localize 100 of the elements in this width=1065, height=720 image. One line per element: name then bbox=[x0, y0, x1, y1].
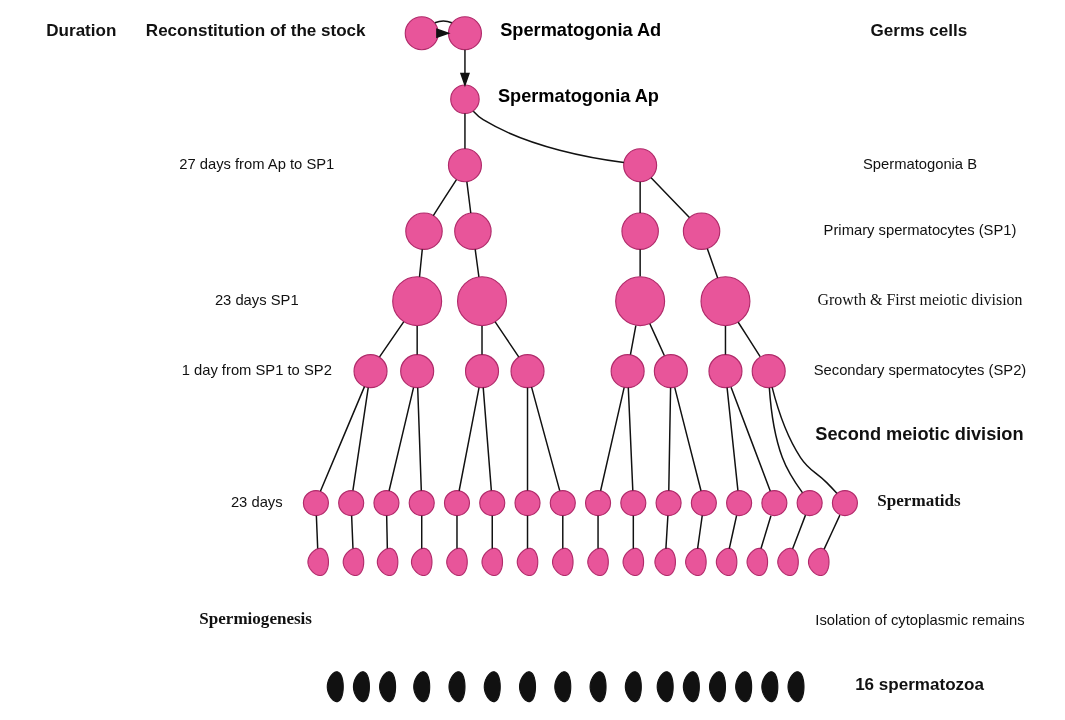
node-circle bbox=[699, 276, 750, 327]
connector bbox=[530, 386, 560, 492]
node-picture bbox=[551, 547, 574, 577]
node-circle bbox=[518, 671, 536, 703]
connector bbox=[491, 514, 493, 550]
node-picture bbox=[376, 547, 398, 577]
connector bbox=[465, 181, 471, 214]
node-circle bbox=[399, 354, 434, 389]
connector bbox=[415, 325, 418, 356]
label: Second meiotic division bbox=[814, 424, 1024, 445]
connector bbox=[696, 514, 703, 550]
node-picture bbox=[715, 547, 737, 577]
connector bbox=[599, 386, 625, 492]
node-circle bbox=[372, 490, 400, 517]
connector bbox=[728, 514, 737, 550]
node-circle bbox=[620, 212, 659, 250]
node-circle bbox=[464, 354, 499, 389]
connector bbox=[493, 321, 519, 358]
node-circle bbox=[483, 671, 501, 703]
node-picture bbox=[776, 547, 799, 577]
node-picture bbox=[480, 547, 503, 577]
node-circle bbox=[509, 354, 545, 389]
connector bbox=[432, 178, 457, 217]
label: Spermatids bbox=[876, 490, 961, 510]
node-picture bbox=[445, 547, 468, 577]
connector bbox=[472, 110, 625, 164]
node-picture bbox=[342, 547, 364, 577]
node-circle bbox=[760, 671, 778, 703]
node-circle bbox=[690, 490, 717, 517]
node-circle bbox=[734, 671, 752, 703]
node-circle bbox=[656, 671, 674, 703]
node-picture bbox=[586, 547, 609, 577]
node-circle bbox=[786, 671, 805, 703]
connector bbox=[664, 514, 669, 550]
connector bbox=[416, 386, 422, 492]
connector bbox=[759, 514, 772, 550]
label: Reconstitution of the stock bbox=[145, 21, 366, 41]
connector bbox=[791, 514, 806, 550]
connector bbox=[725, 386, 739, 492]
node-circle bbox=[624, 671, 642, 703]
node-label: Spermatogonia Ad bbox=[499, 20, 661, 41]
node-picture bbox=[684, 547, 707, 577]
connector bbox=[706, 248, 718, 279]
node-circle bbox=[478, 490, 505, 517]
connector bbox=[455, 514, 458, 550]
connector bbox=[736, 321, 761, 358]
connector bbox=[822, 514, 841, 550]
label: Growth & First meiotic division bbox=[816, 291, 1023, 309]
connector bbox=[526, 514, 528, 550]
label: Primary spermatocytes (SP1) bbox=[823, 222, 1016, 239]
connector bbox=[638, 248, 641, 278]
connector bbox=[526, 386, 528, 492]
connector bbox=[596, 514, 599, 550]
label: 23 days SP1 bbox=[214, 292, 299, 309]
node-circle bbox=[447, 16, 482, 51]
node-circle bbox=[708, 671, 726, 703]
label: Isolation of cytoplasmic remains bbox=[814, 611, 1025, 628]
node-circle bbox=[412, 671, 430, 703]
label: 1 day from SP1 to SP2 bbox=[181, 362, 332, 379]
node-circle bbox=[549, 490, 576, 517]
node-circle bbox=[751, 354, 786, 389]
node-circle bbox=[326, 671, 344, 703]
node-circle bbox=[610, 354, 645, 389]
node-circle bbox=[456, 276, 507, 327]
node-circle bbox=[682, 671, 700, 703]
node-circle bbox=[391, 276, 442, 327]
node-circle bbox=[447, 671, 465, 703]
node-picture bbox=[410, 547, 433, 577]
node-circle bbox=[725, 490, 752, 517]
node-circle bbox=[622, 148, 657, 183]
node-circle bbox=[337, 490, 364, 517]
node-circle bbox=[760, 490, 787, 517]
label: Duration bbox=[45, 21, 116, 41]
connector bbox=[480, 325, 483, 356]
node-picture bbox=[516, 547, 538, 577]
connector bbox=[350, 514, 354, 550]
connector bbox=[433, 20, 453, 24]
node-circle bbox=[614, 276, 665, 327]
connector bbox=[378, 321, 404, 358]
node-label: Spermatogonia Ap bbox=[497, 86, 659, 107]
connector bbox=[638, 181, 641, 214]
label: Spermiogenesis bbox=[198, 608, 312, 628]
connector bbox=[482, 386, 492, 492]
node-circle bbox=[449, 84, 480, 115]
node-circle bbox=[553, 671, 571, 703]
node-picture bbox=[807, 547, 830, 577]
connector bbox=[673, 386, 702, 492]
node-circle bbox=[352, 354, 388, 389]
node-circle bbox=[653, 354, 688, 389]
node-circle bbox=[619, 490, 646, 517]
connector bbox=[649, 177, 690, 219]
connector bbox=[420, 514, 422, 550]
node-circle bbox=[443, 490, 470, 517]
connector bbox=[387, 386, 414, 492]
connector bbox=[385, 514, 388, 550]
node-picture bbox=[653, 547, 676, 577]
node-picture bbox=[306, 547, 329, 577]
arrow bbox=[459, 49, 470, 88]
node-circle bbox=[404, 212, 443, 250]
node-circle bbox=[655, 490, 682, 517]
